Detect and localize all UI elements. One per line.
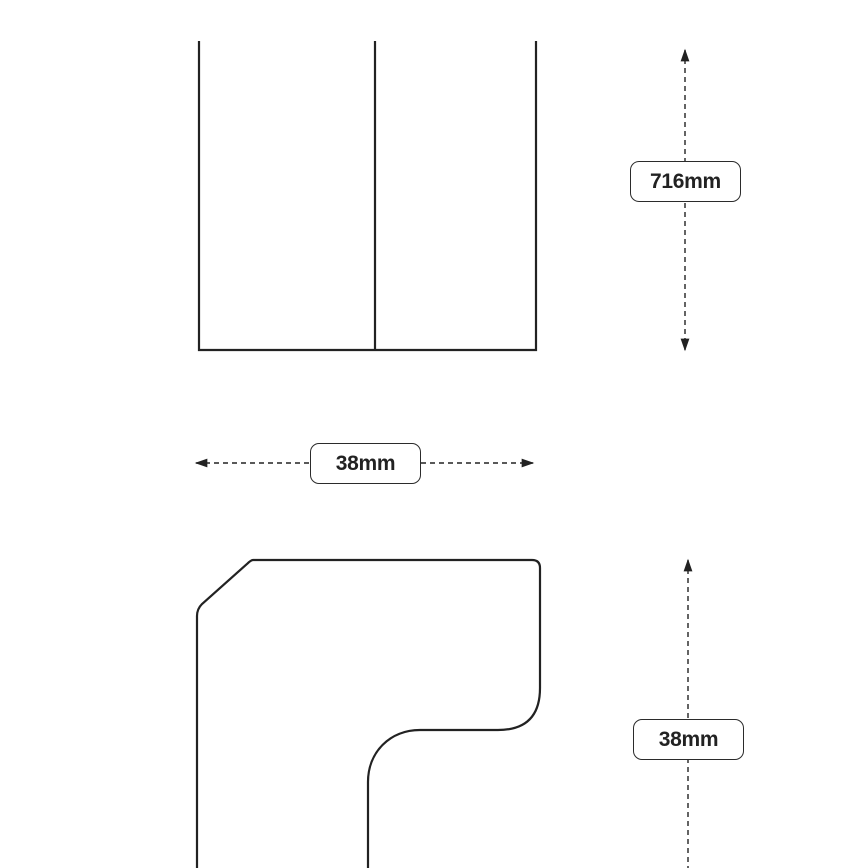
depth-dimension-label: 38mm [633,719,744,760]
height-dimension-label: 716mm [630,161,741,202]
profile-cross-section [195,558,542,868]
front-view [197,41,538,352]
width-dimension-label: 38mm [310,443,421,484]
front-view-outline [197,41,538,352]
